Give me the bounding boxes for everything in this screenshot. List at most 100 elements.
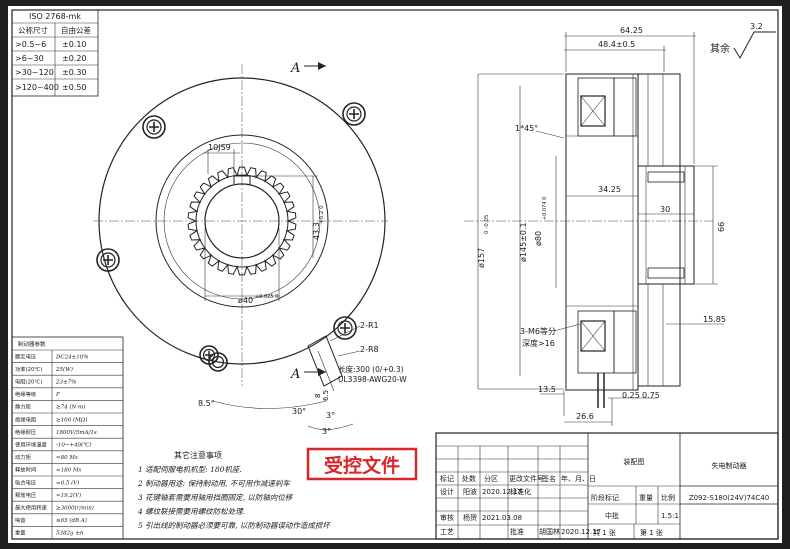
screw-head: [142, 115, 166, 139]
roughness-prefix: 其余: [710, 42, 730, 55]
param-label: 噪音: [15, 516, 26, 524]
param-value: ≈19.2(V): [56, 492, 81, 499]
tolerance-table: ISO 2768-mk 公称尺寸 自由公差 >0.5~6 ±0.10 >6~30…: [11, 9, 99, 97]
label-chamfer: 1*45°: [515, 124, 538, 133]
notes-block: 其它注意事项 1 适配伺服电机机型: 180机座. 2 制动器用途: 保持制动用…: [137, 450, 331, 530]
label-wire: UL3398-AWG20-W: [338, 375, 407, 384]
tb-design-date: 2020.12.17: [482, 488, 522, 496]
screw-head: [208, 352, 228, 372]
param-value: ≈0.5 (V): [56, 479, 79, 486]
param-label: 释放电压: [15, 491, 37, 499]
label-depth: 深度>16: [522, 338, 555, 348]
note-item: 2 制动器用途: 保持制动用, 不可用作减速刹车: [137, 479, 291, 488]
note-item: 4 螺纹联接需要用螺纹防松处理.: [137, 507, 245, 516]
param-title: 制动器参数: [18, 340, 46, 348]
note-item: 5 引出线的制动器必须要可靠, 以防制动器误动作造成损坏: [138, 521, 331, 530]
dim-angle-3a: 3°: [326, 411, 335, 420]
notes-title: 其它注意事项: [174, 450, 222, 460]
dim-key-height-tol: +0.2 0: [319, 205, 325, 224]
dim-13: 13.5: [538, 385, 556, 394]
tb-header: 更改文件号: [509, 474, 544, 483]
param-label: 静力矩: [15, 403, 32, 411]
param-label: 释放时间: [15, 466, 36, 474]
tolerance-cell: ±0.20: [62, 54, 87, 63]
tb-approver: 胡国林: [539, 527, 560, 536]
coil-bottom: [580, 320, 606, 352]
front-view: A A: [93, 61, 407, 436]
roughness-symbol: 3.2 其余: [710, 22, 776, 60]
tolerance-cell: >30~120: [15, 68, 54, 77]
dim-025: 0.25: [622, 391, 640, 400]
label-thread: 3-M6等分: [520, 326, 556, 336]
title-block: 标记 处数 分区 更改文件号 签名 年、月、日 设计 阳波 2020.12.17…: [435, 432, 779, 540]
tb-review-date: 2021.03.08: [482, 514, 522, 522]
tb-approve-label: 批准: [510, 527, 524, 536]
label-lead-length: 长度:300 (0/+0.3): [338, 364, 404, 374]
param-value: 1800V/5mA/1s: [56, 430, 97, 436]
param-value: 5382g ±n: [56, 531, 84, 537]
tb-header: 处数: [462, 474, 476, 483]
dim-bore-tol: +0.025 0: [255, 294, 278, 300]
param-value: ≥74 (N·m): [56, 404, 85, 411]
tolerance-header: 自由公差: [61, 25, 91, 35]
dim-bore: ø40: [238, 296, 253, 305]
label-r8: 2-R8: [360, 345, 379, 354]
dim-width-total: 64.25: [620, 26, 643, 35]
dim-66: 66: [717, 222, 726, 232]
armature-outline: [637, 73, 681, 387]
tolerance-header: 公称尺寸: [18, 25, 48, 35]
param-value: ≈180 Ms: [56, 468, 81, 474]
dim-lead-2: 6.5: [322, 390, 330, 401]
section-mark-a2: A: [290, 367, 300, 382]
param-label: 功率(20℃): [15, 365, 42, 373]
note-item: 1 适配伺服电机机型: 180机座.: [138, 465, 242, 474]
tb-process-label: 工艺: [440, 528, 454, 536]
param-value: ≈80 Ms: [56, 455, 78, 461]
dim-30: 30: [660, 205, 670, 214]
param-label: 绝缘等级: [15, 390, 37, 398]
tb-stage-value: 中批: [605, 511, 619, 520]
tb-weight-label: 重量: [639, 494, 653, 502]
tolerance-cell: ±0.50: [62, 83, 87, 92]
keyway: [233, 175, 251, 184]
hatch-coil-bottom: [577, 310, 615, 374]
housing-outline: [565, 73, 639, 391]
dim-width-mid: 48.4±0.5: [598, 40, 635, 49]
spline-root-circle: [195, 174, 289, 268]
param-value: ≤65 (dB A): [56, 517, 87, 524]
dim-d80-tol: +0.074 0: [542, 197, 548, 220]
coil-top: [580, 95, 606, 127]
note-item: 3 花键轴套需要用轴用挡圈固定, 以防轴向位移: [138, 493, 294, 502]
param-value: 25(W): [55, 366, 73, 373]
drawing-sheet: ISO 2768-mk 公称尺寸 自由公差 >0.5~6 ±0.10 >6~30…: [8, 6, 782, 543]
tb-drawing-name: 装配图: [624, 457, 645, 466]
dim-d157-tol: 0 -0.05: [484, 214, 490, 234]
param-label: 绝缘电阻: [15, 415, 37, 423]
param-label: 额定电压: [15, 352, 37, 360]
tb-sheets-total: 共 1 张: [593, 528, 616, 537]
controlled-document-stamp: 受控文件: [306, 447, 418, 481]
param-label: 使用环境温度: [15, 441, 47, 449]
param-value: 23±7%: [55, 380, 76, 386]
dim-lead: 8: [314, 394, 322, 398]
dim-angle-30: 30°: [292, 407, 306, 416]
param-value: DC24±10%: [55, 354, 88, 360]
dim-15: 15.85: [703, 315, 726, 324]
tb-standardize-label: 标准化: [510, 487, 531, 496]
param-value: ≥100 (MΩ): [56, 416, 87, 423]
dim-34: 34.25: [598, 185, 621, 194]
dim-26: 26.6: [576, 412, 594, 421]
tb-approve-date: 2020.12.17: [561, 528, 601, 536]
tolerance-cell: ±0.30: [62, 68, 87, 77]
dim-keyway: 10JS9: [208, 143, 231, 152]
tb-header: 签名: [542, 474, 556, 483]
tb-review-label: 审核: [440, 513, 454, 522]
screw-head: [96, 248, 120, 272]
param-value: F: [55, 392, 60, 398]
dim-d80: ø80: [534, 231, 543, 246]
section-view: 64.25 48.4±0.5 1*45° ø157 0 -0.05 ø145±0…: [464, 22, 776, 426]
tb-designer: 阳波: [463, 487, 477, 496]
tb-scale: 1.5:1: [661, 512, 679, 520]
hub-outline: [637, 165, 695, 285]
tolerance-title: ISO 2768-mk: [29, 12, 81, 21]
